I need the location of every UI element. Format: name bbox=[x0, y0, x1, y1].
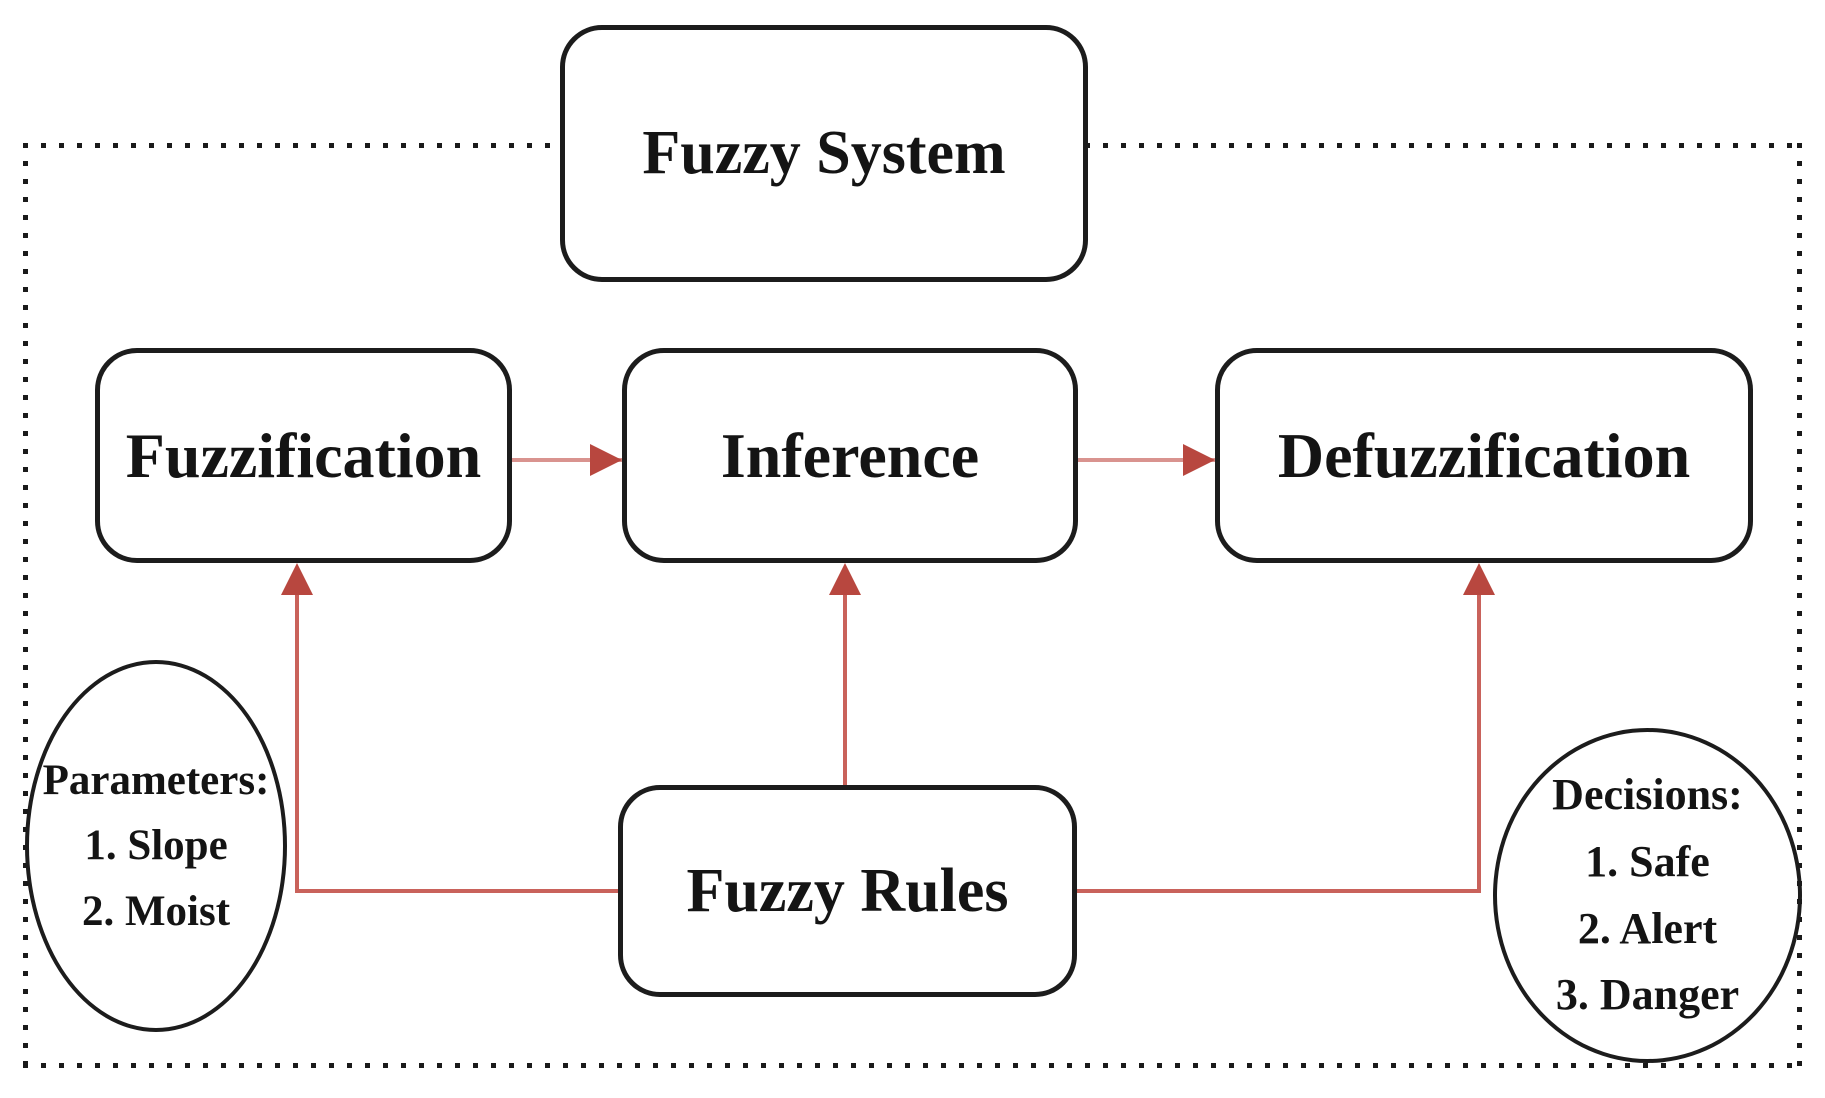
dotted-boundary-bottom bbox=[23, 1063, 1802, 1068]
fuzzification-box: Fuzzification bbox=[95, 348, 512, 563]
fuzzy-rules-label: Fuzzy Rules bbox=[686, 856, 1009, 925]
parameters-ellipse: Parameters: 1. Slope 2. Moist bbox=[25, 660, 287, 1032]
arrow-rules-to-defuzzification-hline bbox=[1077, 889, 1479, 893]
arrow-rules-to-defuzzification-head bbox=[1463, 563, 1495, 595]
arrow-fuzzification-to-inference-head bbox=[590, 444, 622, 476]
arrow-fuzzification-to-inference-line bbox=[512, 458, 622, 462]
arrow-rules-to-fuzzification-hline bbox=[297, 889, 618, 893]
arrow-rules-to-defuzzification-vline bbox=[1477, 574, 1481, 893]
decisions-ellipse: Decisions: 1. Safe 2. Alert 3. Danger bbox=[1493, 728, 1802, 1063]
arrow-rules-to-inference-head bbox=[829, 563, 861, 595]
arrow-rules-to-fuzzification-head bbox=[281, 563, 313, 595]
decisions-item-safe: 1. Safe bbox=[1585, 836, 1710, 886]
fuzzy-system-label: Fuzzy System bbox=[642, 119, 1006, 187]
inference-box: Inference bbox=[622, 348, 1078, 563]
decisions-item-danger: 3. Danger bbox=[1555, 970, 1740, 1020]
arrow-rules-to-inference-line bbox=[843, 578, 847, 785]
fuzzy-system-box: Fuzzy System bbox=[560, 25, 1088, 282]
fuzzification-label: Fuzzification bbox=[125, 419, 482, 491]
decisions-item-alert: 2. Alert bbox=[1577, 903, 1718, 953]
parameters-title: Parameters: bbox=[42, 756, 270, 804]
parameters-item-slope: 1. Slope bbox=[84, 822, 228, 870]
fuzzy-rules-box: Fuzzy Rules bbox=[618, 785, 1077, 997]
dotted-boundary-right bbox=[1797, 143, 1802, 1068]
parameters-item-moist: 2. Moist bbox=[81, 887, 231, 935]
arrow-rules-to-fuzzification-vline bbox=[295, 574, 299, 893]
decisions-title: Decisions: bbox=[1552, 769, 1743, 819]
inference-label: Inference bbox=[720, 419, 980, 491]
defuzzification-box: Defuzzification bbox=[1215, 348, 1753, 563]
arrow-inference-to-defuzzification-head bbox=[1183, 444, 1215, 476]
arrow-inference-to-defuzzification-line bbox=[1078, 458, 1215, 462]
dotted-boundary-left bbox=[23, 143, 28, 1068]
defuzzification-label: Defuzzification bbox=[1277, 419, 1691, 491]
